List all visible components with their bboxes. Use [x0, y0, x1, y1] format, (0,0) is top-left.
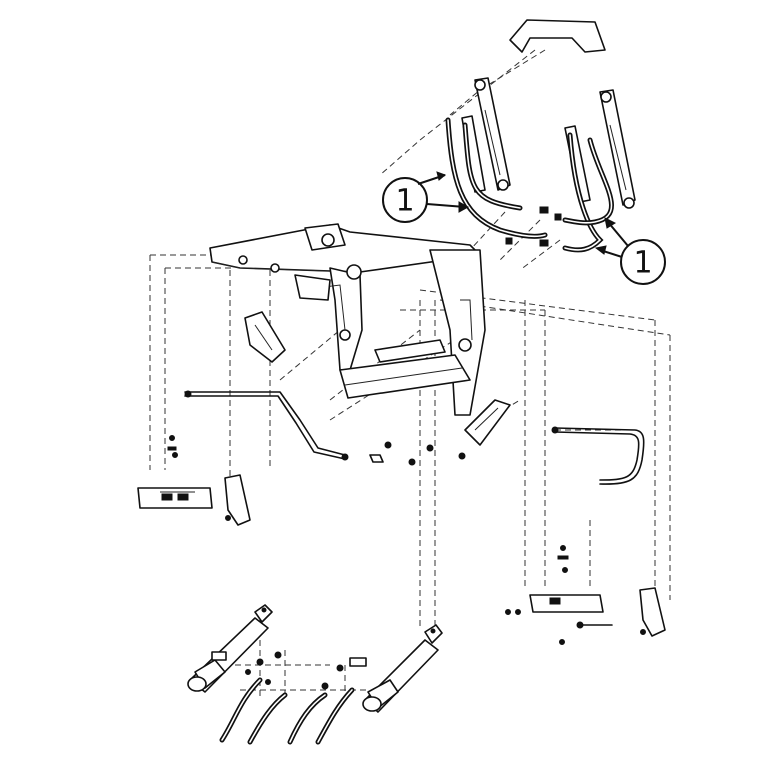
left-tube — [184, 390, 349, 461]
callout-left: 1 — [382, 171, 470, 223]
bottom-right-cylinder — [349, 624, 443, 713]
bracket-left-mid — [244, 311, 286, 363]
callout-left-circle — [382, 177, 428, 223]
right-tube — [551, 426, 645, 485]
upper-right-cylinder — [564, 89, 636, 209]
top-shield — [509, 19, 606, 53]
callout-right-label: 1 — [633, 246, 652, 281]
bottom-hoses — [219, 651, 355, 745]
bottom-left-cylinder — [187, 604, 273, 693]
hydraulic-hoses-upper — [445, 117, 614, 253]
fittings — [167, 435, 569, 573]
lower-left-plates — [137, 474, 251, 526]
bracket-right-mid — [464, 399, 511, 446]
callout-right-circle — [620, 239, 666, 285]
callout-left-label: 1 — [395, 184, 414, 219]
lower-right-plates — [505, 587, 666, 645]
main-frame — [209, 223, 486, 416]
callout-right: 1 — [594, 217, 666, 285]
